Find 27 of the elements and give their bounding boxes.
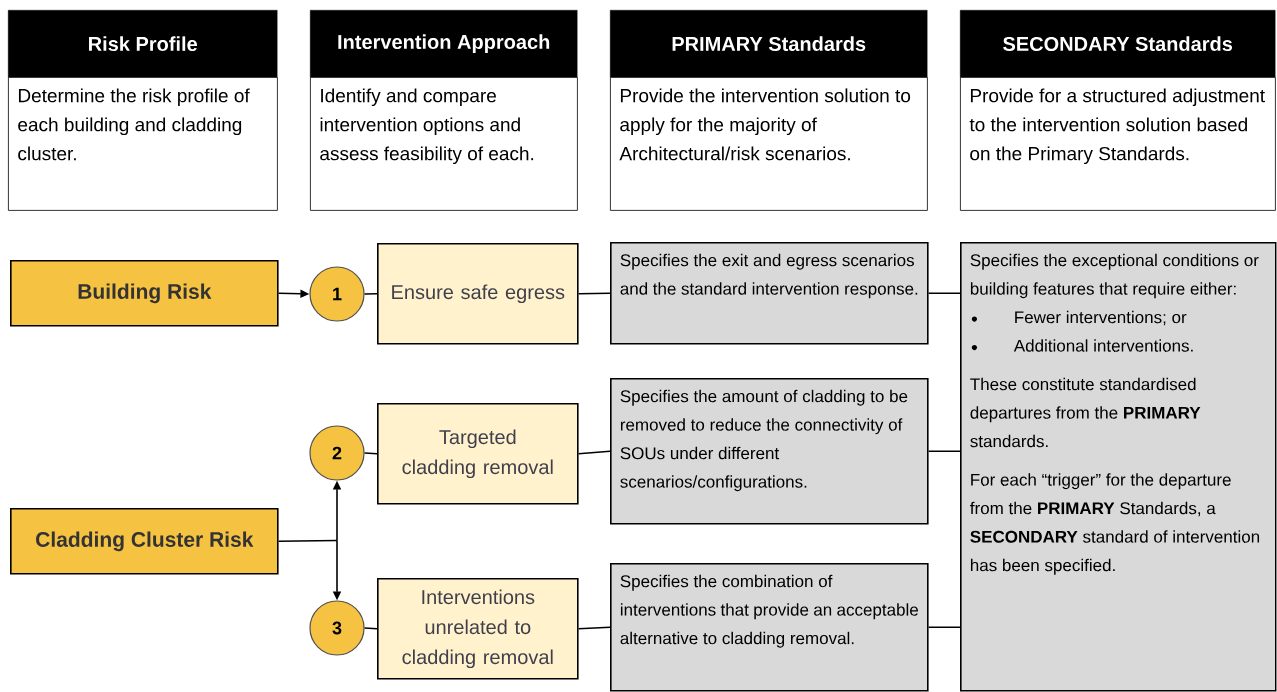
risk-box: Cladding Cluster Risk <box>10 508 279 575</box>
description-box: Provide the intervention solution to apply for the majority of Architectural/risk scenarios. <box>610 77 928 211</box>
connector-line <box>363 452 378 455</box>
header-box: SECONDARY Standards <box>960 10 1276 78</box>
standard-box: Specifies the amount of cladding to be removed to reduce the connectivity of SOUs under different scenarios/configurations. <box>610 378 929 525</box>
approach-box: Ensure safe egress <box>377 243 579 345</box>
approach-box: Interventions unrelated to cladding removal <box>377 578 579 680</box>
description-box: Determine the risk profile of each building and cladding cluster. <box>8 77 278 211</box>
connector-line <box>577 450 611 455</box>
standard-box: Specifies the exit and egress scenarios and the standard intervention response. <box>610 242 929 345</box>
header-box: Risk Profile <box>8 10 278 78</box>
connector-line <box>577 626 611 630</box>
risk-box: Building Risk <box>10 260 279 327</box>
description-box: Provide for a structured adjustment to the intervention solution based on the Primary Standards. <box>960 77 1276 211</box>
connector-line <box>927 450 961 453</box>
standard-box: Specifies the exceptional conditions or building features that require either: Fewer interventions; or Additional interventions. These constitute standardised departures from the PRIMARY standards. For each “trigger” for the departure from the PRIMARY Standards, a SECONDARY standard of intervention has been specified. <box>960 242 1277 692</box>
connector-line <box>363 293 378 295</box>
connector-line <box>577 292 611 295</box>
description-box: Identify and compare intervention options and assess feasibility of each. <box>310 77 578 211</box>
connector-line <box>927 626 961 629</box>
standard-box: Specifies the combination of interventions that provide an acceptable alternative to cladding removal. <box>610 563 929 692</box>
connector-line <box>927 292 961 295</box>
header-box: Intervention Approach <box>310 10 578 78</box>
connector-line <box>363 627 378 630</box>
connector-line <box>277 539 338 543</box>
header-box: PRIMARY Standards <box>610 10 928 78</box>
approach-box: Targeted cladding removal <box>377 403 579 505</box>
